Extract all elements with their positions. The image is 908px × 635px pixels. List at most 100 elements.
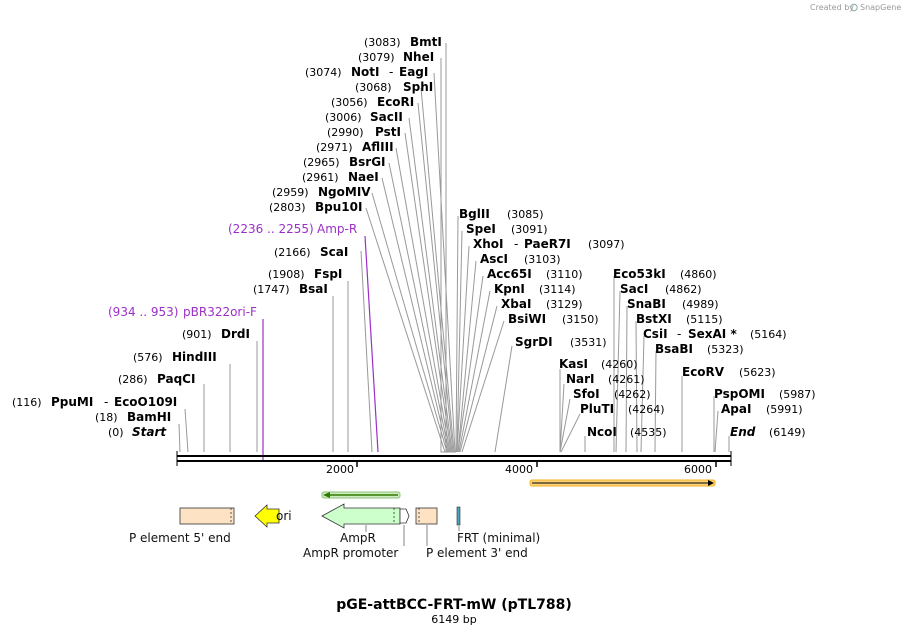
leader-snabi [625, 305, 628, 453]
site-labels-middle: BglII(3085) SpeI(3091) XhoI-PaeR7I(3097)… [459, 207, 667, 439]
site-labels-left: (3083)BmtI (3079)NheI (3074)NotI-EagI (3… [12, 35, 442, 439]
site-kasi[interactable]: KasI(4260) [559, 357, 638, 371]
site-acc65i[interactable]: Acc65I(3110) [487, 267, 583, 281]
site-sphi[interactable]: (3068)SphI [355, 80, 433, 94]
site-bmti[interactable]: (3083)BmtI [364, 35, 442, 49]
site-pspomi[interactable]: PspOMI(5987) [714, 387, 816, 401]
site-ecorv[interactable]: EcoRV(5623) [682, 365, 776, 379]
site-xbai[interactable]: XbaI(3129) [501, 297, 583, 311]
leader-kpni [458, 290, 491, 453]
site-ecori[interactable]: (3056)EcoRI [331, 95, 414, 109]
site-paqci[interactable]: (286)PaqCI [118, 372, 195, 386]
feature-p-element-5-end[interactable] [179, 507, 235, 525]
leader-apai [714, 410, 719, 453]
site-asci[interactable]: AscI(3103) [480, 252, 561, 266]
leader-acc65i [457, 275, 484, 453]
site-snabi[interactable]: SnaBI(4989) [627, 297, 719, 311]
feature-label-leaders [365, 525, 460, 546]
site-end[interactable]: End(6149) [730, 425, 806, 439]
leader-sgrdi [494, 345, 513, 453]
site-start[interactable]: (0)Start [108, 425, 167, 439]
primer-amp-r[interactable]: (2236 .. 2255)Amp-R [228, 222, 357, 236]
site-spei[interactable]: SpeI(3091) [466, 222, 548, 236]
leader-sacii [408, 117, 453, 453]
site-kpni[interactable]: KpnI(3114) [494, 282, 576, 296]
site-pluti[interactable]: PluTI(4264) [580, 402, 665, 416]
orf-track [321, 479, 716, 499]
site-afliii[interactable]: (2971)AflIII [316, 140, 394, 154]
site-naei[interactable]: (2961)NaeI [302, 170, 379, 184]
site-fspi[interactable]: (1908)FspI [268, 267, 342, 281]
site-ncoi[interactable]: NcoI(4535) [587, 425, 667, 439]
dna-backbone [176, 451, 732, 466]
site-saci[interactable]: SacI(4862) [620, 282, 702, 296]
leader-sphi [420, 87, 455, 453]
site-labels-right: Eco53kI(4860) SacI(4862) SnaBI(4989) Bst… [613, 267, 816, 439]
primer-pbr322ori-f[interactable]: (934 .. 953)pBR322ori-F [108, 305, 257, 319]
site-bsiwi[interactable]: BsiWI(3150) [508, 312, 599, 326]
site-bstxi[interactable]: BstXI(5115) [636, 312, 723, 326]
site-hindiii[interactable]: (576)HindIII [133, 350, 217, 364]
leader-xbai [459, 305, 498, 453]
leader-saci [615, 290, 621, 453]
leader-bsiwi [461, 320, 505, 453]
orf-green-arrowhead-icon [323, 492, 330, 498]
site-sacii[interactable]: (3006)SacII [325, 110, 403, 124]
leader-nhei [440, 58, 455, 453]
site-bglii[interactable]: BglII(3085) [459, 207, 544, 221]
ruler-label-4000: 4000 [505, 463, 533, 476]
site-bpu10i[interactable]: (2803)Bpu10I [269, 200, 362, 214]
site-csii-sexai[interactable]: CsiI-SexAI *(5164) [643, 327, 787, 341]
snapgene-credit: Created by SnapGene [810, 3, 901, 12]
leader-noti [433, 72, 456, 453]
credit-brand: SnapGene [860, 3, 901, 12]
feature-label-ampr: AmpR [340, 531, 376, 545]
ruler: 2000 4000 6000 [326, 461, 717, 476]
orf-orange-arrowhead-icon [708, 480, 714, 486]
site-drdi[interactable]: (901)DrdI [182, 327, 250, 341]
site-sfoi[interactable]: SfoI(4262) [573, 387, 651, 401]
site-eco53ki[interactable]: Eco53kI(4860) [613, 267, 717, 281]
leader-scai [360, 250, 373, 453]
site-apai[interactable]: ApaI(5991) [721, 402, 803, 416]
site-bsai[interactable]: (1747)BsaI [253, 282, 328, 296]
feature-ori-label: ori [276, 509, 292, 523]
site-noti-eagi[interactable]: (3074)NotI-EagI [305, 65, 428, 79]
site-bamhi[interactable]: (18)BamHI [95, 410, 171, 424]
feature-ampr-promoter[interactable] [399, 508, 410, 524]
feature-label-p5: P element 5' end [129, 531, 231, 545]
leader-bamhi [178, 423, 181, 453]
ruler-label-6000: 6000 [684, 463, 712, 476]
site-bsabi[interactable]: BsaBI(5323) [655, 342, 744, 356]
feature-p-element-3-end[interactable] [415, 507, 438, 525]
site-nhei[interactable]: (3079)NheI [358, 50, 434, 64]
ruler-label-2000: 2000 [326, 463, 354, 476]
leader-asci [457, 260, 477, 453]
feature-frt-minimal[interactable] [456, 506, 461, 526]
feature-label-frt: FRT (minimal) [457, 531, 540, 545]
feature-ori[interactable] [254, 504, 280, 528]
leader-bstxi [635, 320, 638, 453]
leader-psti [404, 132, 452, 453]
site-nari[interactable]: NarI(4261) [566, 372, 645, 386]
leader-afliii [395, 147, 451, 453]
site-sgrdi[interactable]: SgrDI(3531) [515, 335, 607, 349]
site-scai[interactable]: (2166)ScaI [274, 245, 348, 259]
leader-xhoi [456, 245, 470, 453]
feature-label-ampr-promoter: AmpR promoter [303, 546, 398, 560]
leader-bmti [445, 43, 456, 453]
site-xhoi-paer7i[interactable]: XhoI-PaeR7I(3097) [473, 237, 625, 251]
leader-pluti [560, 413, 581, 453]
site-ngomiv[interactable]: (2959)NgoMIV [272, 185, 371, 199]
leader-csii [640, 335, 645, 453]
site-psti[interactable]: (2990)PstI [327, 125, 401, 139]
leader-ecori [417, 102, 454, 453]
feature-ampr[interactable] [321, 503, 401, 529]
leader-spei [456, 230, 463, 453]
site-ppumi-ecoo109i[interactable]: (116)PpuMI-EcoO109I [12, 395, 177, 409]
primer-leader-ampr [364, 235, 379, 453]
leader-bsabi [654, 350, 657, 453]
site-leader-lines [178, 43, 730, 453]
site-bsrgi[interactable]: (2965)BsrGI [303, 155, 386, 169]
